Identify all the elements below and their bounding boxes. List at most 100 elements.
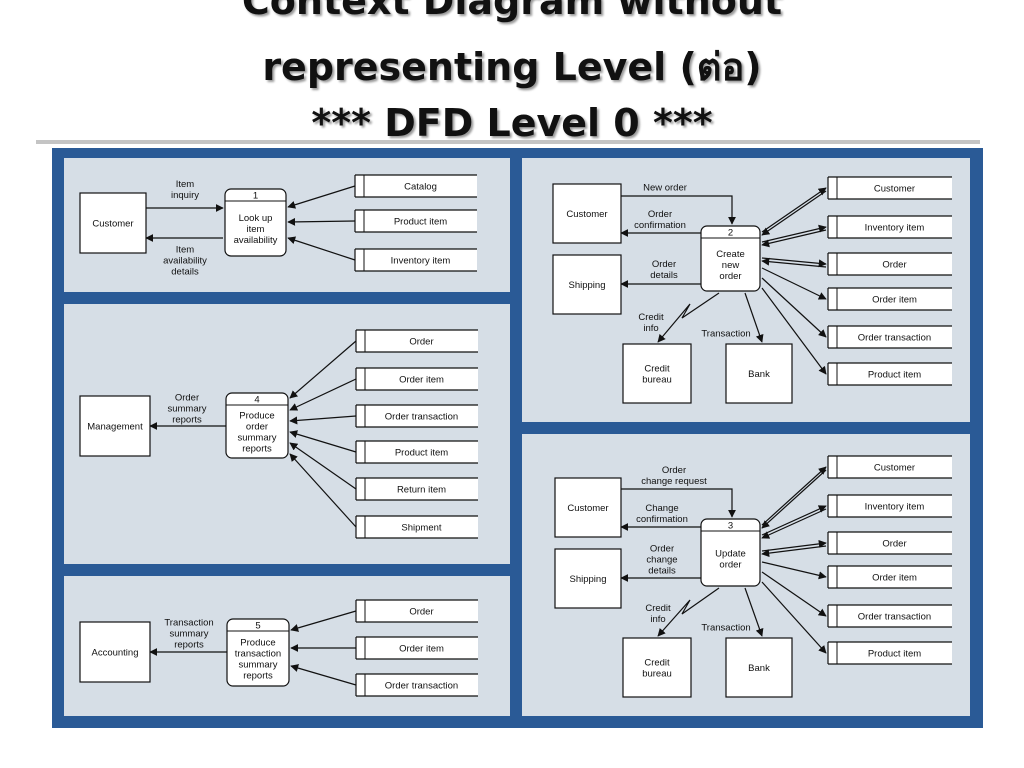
panel5-store-0-label: Order	[409, 607, 433, 618]
panel4-flow-store-4	[289, 442, 357, 490]
panel3-flow-store-2-b	[761, 545, 827, 558]
panel5-flow-store-2	[290, 664, 357, 686]
panel5-process-number: 5	[255, 621, 260, 632]
panel4-store-1	[356, 368, 478, 390]
panel3-store-0	[828, 456, 952, 478]
panel2-store-3-label: Order item	[872, 295, 917, 306]
panel1-flow-store-0	[287, 185, 356, 209]
panel3-flow-store-0-a	[761, 466, 827, 526]
panel2-entity-customer	[552, 183, 622, 244]
panel2-store-5-label: Product item	[868, 370, 921, 381]
title-line-2: representing Level (ต่อ)	[262, 45, 762, 89]
panel2-store-2-label: Order	[882, 260, 906, 271]
panel2-entity-shipping	[552, 254, 622, 315]
panel4-store-5-label: Shipment	[401, 523, 441, 534]
panel3-flow-store-2-a	[761, 539, 827, 552]
panel1-entity-customer	[79, 192, 147, 254]
panel3-flow-store-1-b	[761, 508, 827, 539]
panel2-store-0-label: Customer	[874, 184, 915, 195]
panel2-store-1	[828, 216, 952, 238]
panel3-entity-bank-label: Bank	[748, 663, 770, 674]
panel2-flow-store-1-a	[761, 224, 827, 243]
panel3-store-2	[828, 532, 952, 554]
panel3-entity-shipping-label: Shipping	[570, 574, 607, 585]
panel5-store-1	[356, 637, 478, 659]
panel3-process-number: 3	[728, 521, 733, 532]
panel1-store-1	[355, 210, 477, 232]
panel4-entity-management	[79, 395, 151, 457]
panel4-store-2	[356, 405, 478, 427]
panel4-store-5	[356, 516, 478, 538]
panel2-flow-label-0: New order	[643, 183, 687, 194]
panel2-flow-store-3	[761, 267, 827, 300]
panel2-entity-bank-label: Bank	[748, 369, 770, 380]
panel2-store-4	[828, 326, 952, 348]
panel3-store-1-label: Inventory item	[865, 502, 925, 513]
panel3-flow-transaction	[744, 587, 764, 637]
panel2-flow-label-4: Transaction	[701, 329, 750, 340]
panel5-store-1-label: Order item	[399, 644, 444, 655]
panel1-process-number: 1	[253, 191, 258, 202]
panel3-store-5-label: Product item	[868, 649, 921, 660]
panel3-store-2-label: Order	[882, 539, 906, 550]
panel4-flow-store-2	[289, 415, 357, 425]
panel3-store-3	[828, 566, 952, 588]
panel2-flow-new-order	[621, 195, 736, 225]
panel3-flow-change-request	[621, 488, 736, 518]
panel3-entity-customer-label: Customer	[567, 503, 608, 514]
panel5-entity-accounting	[79, 621, 151, 683]
panel3-store-3-label: Order item	[872, 573, 917, 584]
panel1-flow-store-1	[287, 217, 356, 226]
panel2-process-number: 2	[728, 228, 733, 239]
panel2-process	[700, 225, 761, 292]
title-divider	[36, 140, 980, 144]
panel3-store-4	[828, 605, 952, 627]
panel1-store-0	[355, 175, 477, 197]
panel1-entity-customer-label: Customer	[92, 219, 133, 230]
panel2-flow-store-0-a	[761, 187, 827, 233]
panel2-flow-store-0-b	[761, 190, 827, 236]
panel1-store-1-label: Product item	[394, 217, 447, 228]
panel5-entity-accounting-label: Accounting	[91, 648, 138, 659]
panel3-entity-bank	[725, 637, 793, 698]
panel4-entity-management-label: Management	[87, 422, 143, 433]
panel5-store-2	[356, 674, 478, 696]
panel2-flow-credit	[657, 292, 720, 343]
panel4-store-3-label: Product item	[395, 448, 448, 459]
panel2-entity-customer-label: Customer	[566, 209, 607, 220]
panel1-process	[224, 188, 287, 257]
panel4-store-0-label: Order	[409, 337, 433, 348]
panel4-flow-store-1	[289, 378, 357, 411]
panel2-store-2	[828, 253, 952, 275]
panel2-flow-transaction	[744, 292, 764, 343]
panel3-store-0-label: Customer	[874, 463, 915, 474]
panel3-store-1	[828, 495, 952, 517]
panel3-flow-store-4	[761, 571, 827, 617]
title-line-3: *** DFD Level 0 ***	[311, 101, 713, 145]
panel2-entity-shipping-label: Shipping	[569, 280, 606, 291]
panel2-flow-store-2-b	[761, 257, 827, 268]
panel3-entity-credit-bureau	[622, 637, 692, 698]
panel4-flow-store-3	[289, 430, 357, 453]
panel4-store-0	[356, 330, 478, 352]
panel4-store-4-label: Return item	[397, 485, 446, 496]
panel2-flow-store-4	[761, 277, 827, 338]
panel3-entity-customer	[554, 477, 622, 538]
panel2-store-4-label: Order transaction	[858, 333, 931, 344]
panel3-flow-store-0-b	[761, 469, 827, 529]
panel5-flow-store-0	[290, 610, 357, 632]
panel2-store-0	[828, 177, 952, 199]
